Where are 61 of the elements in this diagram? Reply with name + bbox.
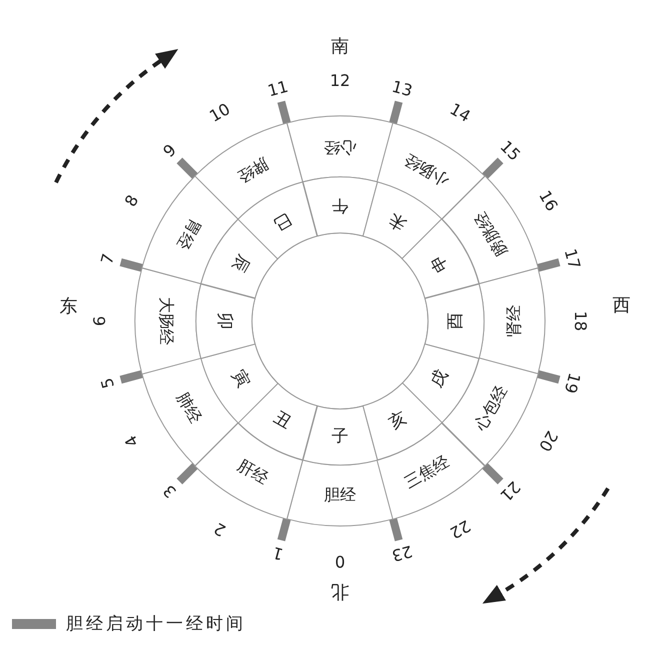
meridian-label: 脾经	[234, 154, 271, 185]
branch-label: 巳	[270, 208, 294, 232]
branch-label: 寅	[228, 367, 252, 391]
branch-label: 未	[386, 208, 410, 232]
meridian-label: 心经	[324, 138, 356, 154]
branch-label: 戌	[428, 367, 452, 391]
hour-number: 9	[161, 142, 180, 161]
direction-label: 东	[59, 298, 78, 316]
hour-number: 6	[92, 316, 108, 326]
branch-label: 卯	[216, 312, 232, 330]
branch-label: 申	[428, 251, 452, 275]
branch-segment	[425, 284, 484, 358]
hour-number: 22	[447, 516, 473, 541]
meridian-segment	[135, 268, 201, 374]
meridian-segment	[479, 268, 545, 374]
meridian-label: 三焦经	[402, 453, 452, 492]
hour-number: 1	[270, 544, 285, 562]
hour-number: 13	[390, 78, 414, 100]
branch-segment	[302, 177, 378, 236]
meridian-label: 肾经	[506, 304, 522, 337]
meridian-label: 膀胱经	[472, 208, 510, 259]
hour-number: 11	[266, 78, 290, 100]
hour-number: 18	[572, 310, 588, 332]
branch-label: 辰	[228, 251, 252, 275]
meridian-label: 肝经	[234, 457, 271, 488]
branch-label: 亥	[386, 410, 410, 434]
direction-label: 西	[612, 297, 631, 316]
meridian-label: 心包经	[472, 383, 510, 434]
meridian-segment	[286, 116, 394, 182]
hour-number: 21	[496, 478, 523, 504]
meridian-segment	[286, 460, 394, 526]
legend-label: 胆经启动十一经时间	[66, 613, 246, 635]
meridian-label: 肺经	[174, 390, 204, 426]
meridian-label: 小肠经	[402, 150, 452, 189]
direction-label: 南	[331, 38, 349, 56]
hour-number: 14	[447, 101, 473, 126]
meridian-label: 胃经	[174, 216, 204, 252]
meridian-label: 大肠经	[158, 296, 174, 345]
branch-segment	[302, 406, 378, 465]
hour-number: 16	[536, 188, 560, 214]
hour-number: 17	[561, 246, 582, 271]
branch-label: 子	[331, 428, 348, 446]
hour-number: 7	[99, 252, 118, 266]
branch-label: 午	[331, 196, 348, 214]
hour-number: 4	[122, 432, 142, 450]
hour-number: 2	[212, 519, 228, 538]
hour-number: 8	[122, 192, 142, 210]
hour-number: 10	[207, 101, 233, 126]
hour-number: 15	[496, 138, 523, 164]
hour-number: 20	[536, 428, 560, 454]
hour-number: 23	[390, 542, 414, 564]
direction-label: 北	[331, 582, 349, 600]
branch-label: 酉	[447, 312, 464, 330]
hour-number: 12	[330, 73, 350, 89]
hour-number: 19	[561, 371, 582, 396]
branch-label: 丑	[270, 410, 294, 434]
branch-segment	[196, 284, 255, 358]
hour-number: 3	[161, 481, 180, 500]
hour-number: 0	[334, 553, 346, 569]
hour-number: 5	[99, 376, 118, 390]
meridian-label: 胆经	[324, 487, 356, 504]
